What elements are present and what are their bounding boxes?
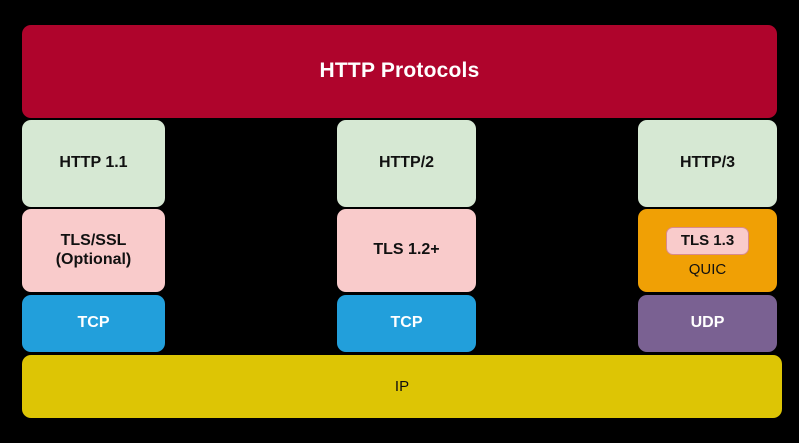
- box-http-1-1: HTTP 1.1: [22, 120, 165, 207]
- box-tls-1-2-plus: TLS 1.2+: [337, 209, 476, 292]
- box-http-2: HTTP/2: [337, 120, 476, 207]
- box-tls-ssl-optional: TLS/SSL (Optional): [22, 209, 165, 292]
- box-quic: TLS 1.3 QUIC: [638, 209, 777, 292]
- box-tcp-column-2: TCP: [337, 295, 476, 352]
- box-ip-layer: IP: [22, 355, 782, 418]
- box-udp: UDP: [638, 295, 777, 352]
- tls-ssl-line-2: (Optional): [55, 250, 132, 268]
- chip-tls-1-3: TLS 1.3: [665, 227, 750, 255]
- box-tcp-column-1: TCP: [22, 295, 165, 352]
- box-http-3: HTTP/3: [638, 120, 777, 207]
- tls-ssl-line-1: TLS/SSL: [60, 232, 127, 250]
- quic-label: QUIC: [688, 260, 727, 278]
- http-protocols-banner: HTTP Protocols: [22, 25, 777, 118]
